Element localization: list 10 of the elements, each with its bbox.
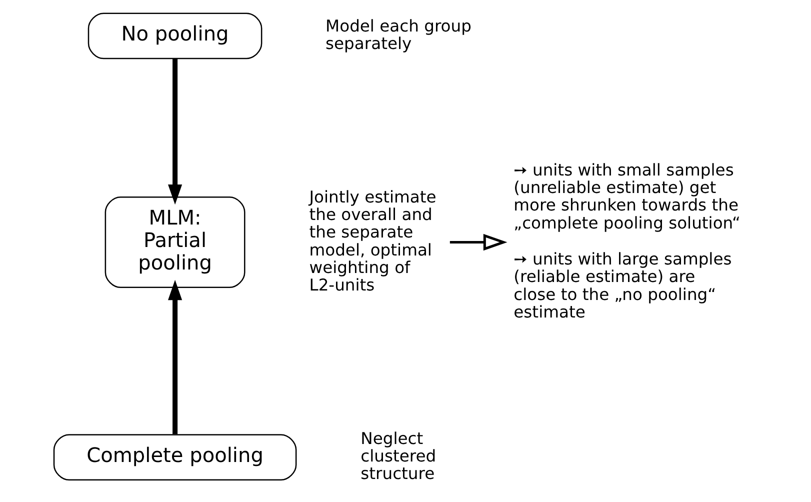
- node-label: Neglect clustered structure: [360, 429, 436, 484]
- arrow: [168, 58, 182, 205]
- node-box: Complete pooling: [53, 434, 297, 481]
- arrow: [450, 234, 508, 251]
- node-text: Jointly estimate the overall and the separate model, optimal weighting of L2-units: [309, 188, 436, 294]
- node-box: MLM: Partial pooling: [104, 196, 246, 288]
- node-text: ➙ units with small samples (unreliable estimate) get more shrunken towards the „complete pooling solution“ ➙ units with large samples (reliable estimate) are close to the „no pooling“ estimate: [514, 160, 740, 322]
- node-box: No pooling: [88, 12, 262, 60]
- arrow: [168, 280, 182, 434]
- node-label: Model each group separately: [326, 16, 472, 53]
